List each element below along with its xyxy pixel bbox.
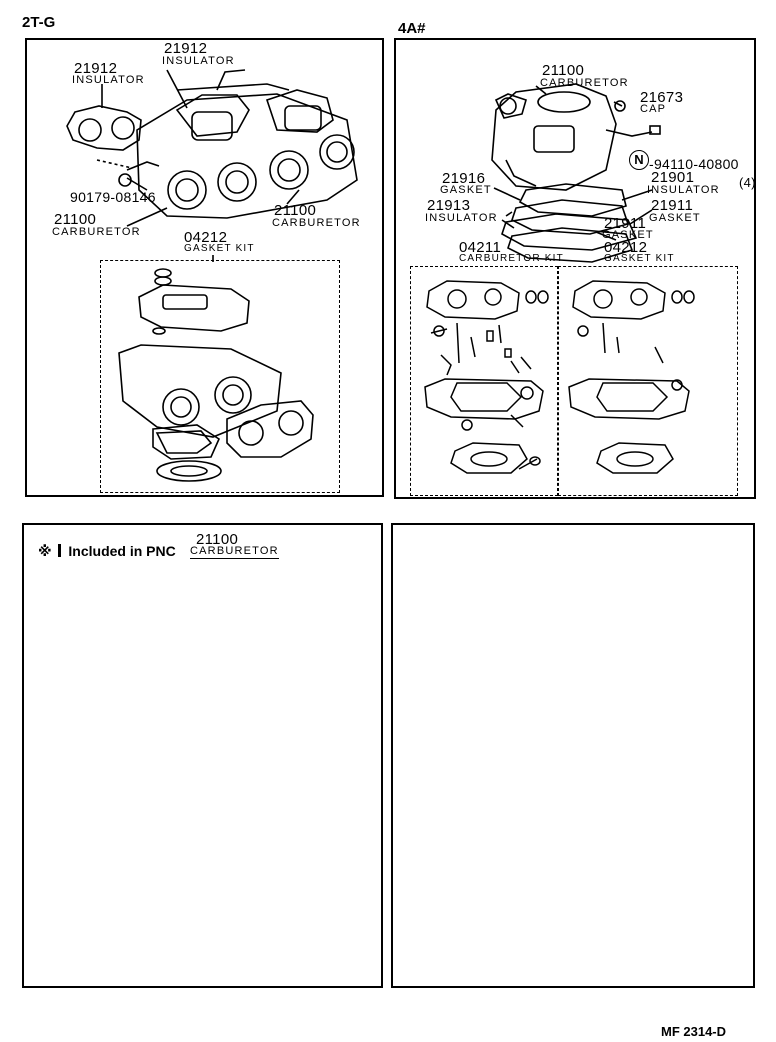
label-21911-a-name: GASKET: [649, 212, 701, 224]
panel-2tg-diagram: [25, 38, 384, 497]
label-21100-4a-num: 21100: [542, 62, 585, 79]
label-94110-qty: (4): [739, 175, 756, 190]
panel-notes-left: ※ Included in PNC 21100 CARBURETOR: [22, 523, 383, 988]
legend-line: ※ Included in PNC: [38, 544, 176, 558]
carburetor-kit-parts-drawing: [424, 280, 549, 474]
label-21913-num: 21913: [427, 197, 471, 214]
label-04212-left-name: GASKET KIT: [184, 243, 255, 254]
label-21673-name: CAP: [640, 103, 667, 115]
engine-code-4a: 4A#: [398, 20, 426, 37]
engine-code-2tg: 2T-G: [22, 14, 56, 31]
gasket-kit-parts-drawing: [118, 268, 314, 482]
label-90179-08146: 90179-08146: [70, 189, 156, 205]
gasket-kit-box-4a: [558, 266, 738, 496]
new-part-n-mark: N: [629, 150, 649, 170]
label-04211-name: CARBURETOR KIT: [459, 253, 564, 264]
label-21673-num: 21673: [640, 89, 684, 106]
panel-4a-diagram: [394, 38, 756, 499]
legend-bar-icon: [57, 544, 61, 557]
label-04212-right-name: GASKET KIT: [604, 253, 675, 264]
label-21911-b-name: GASKET: [602, 229, 654, 241]
label-21916-name: GASKET: [440, 184, 492, 196]
label-21901-name: INSULATOR: [647, 184, 720, 196]
label-04212-left-num: 04212: [184, 229, 228, 246]
label-21913-name: INSULATOR: [425, 212, 498, 224]
label-21912-left-name: INSULATOR: [72, 74, 145, 86]
label-21100-left-name: CARBURETOR: [52, 226, 141, 238]
label-21100-right-num: 21100: [274, 202, 317, 219]
label-21911-a-num: 21911: [651, 197, 694, 214]
legend-symbol: ※: [38, 543, 52, 559]
label-21901-num: 21901: [651, 169, 695, 186]
page-code: MF 2314-D: [661, 1024, 727, 1039]
label-21100-left-num: 21100: [54, 211, 97, 228]
label-21100-4a-name: CARBURETOR: [540, 77, 629, 89]
carburetor-kit-box: [410, 266, 558, 496]
label-21912-top-num: 21912: [164, 40, 208, 57]
label-04211-num: 04211: [459, 239, 502, 256]
carburetor-assembly-drawing: [66, 69, 358, 262]
carburetor-4a-drawing: [491, 83, 661, 263]
gasket-kit-box: [100, 260, 340, 493]
label-21100-right-name: CARBURETOR: [272, 217, 361, 229]
label-94110-40800: -94110-40800: [649, 156, 739, 172]
label-21911-b-num: 21911: [604, 215, 647, 232]
label-21912-left-num: 21912: [74, 60, 118, 77]
legend-pnc-num: 21100: [196, 531, 239, 548]
gasket-kit-4a-parts-drawing: [568, 280, 695, 474]
legend-text: Included in PNC: [68, 543, 176, 559]
label-21912-top-name: INSULATOR: [162, 55, 235, 67]
label-04212-right-num: 04212: [604, 239, 648, 256]
legend-pnc-name: CARBURETOR: [190, 545, 279, 559]
label-21916-num: 21916: [442, 170, 486, 187]
panel-notes-right: [391, 523, 755, 988]
